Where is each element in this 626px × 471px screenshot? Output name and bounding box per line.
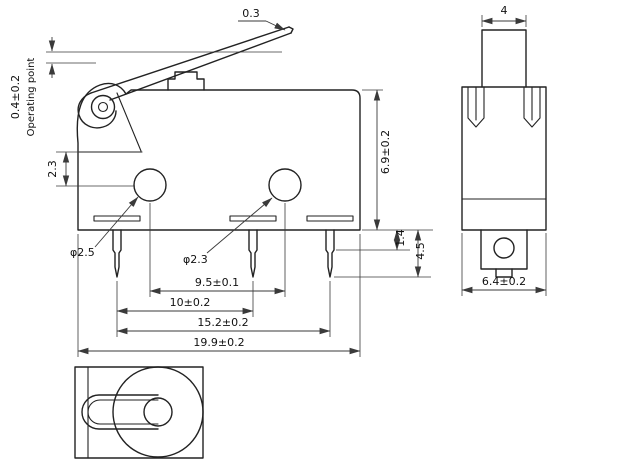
lever-hinge-curl xyxy=(77,92,117,129)
bottom-body-outline xyxy=(74,366,204,459)
dim-text-body-height: 6.9±0.2 xyxy=(379,130,392,174)
lever-pivot-outer xyxy=(90,94,116,120)
dim-text-side-width: 6.4±0.2 xyxy=(482,275,526,288)
bottom-lever-bar-inner xyxy=(87,399,159,425)
dim-text-hole-right-dia: φ2.3 xyxy=(183,253,208,266)
plunger xyxy=(167,71,205,91)
terminal-pin-3 xyxy=(325,229,335,278)
lever-pivot-inner xyxy=(97,101,109,113)
dim-text-operating-point-label: Operating point xyxy=(26,58,37,137)
side-actuator-button xyxy=(481,29,527,88)
dim-text-hole-offset: 2.3 xyxy=(46,160,59,178)
front-view xyxy=(76,26,361,278)
terminal-base-2 xyxy=(229,215,277,222)
dimension-labels: 0.3 4 0.4±0.2 Operating point 2.3 6.9±0.… xyxy=(9,4,526,349)
terminal-pin-2 xyxy=(248,229,258,278)
side-clip-left xyxy=(467,86,485,128)
dim-text-actuator-width: 4 xyxy=(501,4,508,17)
lever-top-edge xyxy=(90,26,290,94)
side-view xyxy=(461,29,547,278)
dim-text-pin-spacing-1-2: 10±0.2 xyxy=(170,296,211,309)
lever-tip xyxy=(288,26,294,34)
dim-text-pin-length: 4.5 xyxy=(414,242,427,260)
leader-hole-left xyxy=(94,196,139,248)
roller-outer xyxy=(112,366,204,458)
terminal-pin-1 xyxy=(112,229,122,278)
terminal-base-3 xyxy=(306,215,354,222)
dim-text-hole-left-dia: φ2.5 xyxy=(70,246,95,259)
dim-text-pin-shoulder: 1.4 xyxy=(394,229,407,247)
dim-text-lever-thickness: 0.3 xyxy=(242,7,260,20)
lever-bottom-edge xyxy=(109,32,292,101)
side-terminal-hole xyxy=(493,237,515,259)
dim-text-operating-point-value: 0.4±0.2 xyxy=(9,75,22,119)
side-bottom-tab xyxy=(495,268,513,278)
side-lower-block xyxy=(480,229,528,270)
dim-text-body-width: 19.9±0.2 xyxy=(193,336,244,349)
roller-inner xyxy=(143,397,173,427)
mounting-hole-left xyxy=(133,168,167,202)
dim-text-hole-spacing: 9.5±0.1 xyxy=(195,276,239,289)
leader-0-3 xyxy=(265,20,286,31)
side-body xyxy=(461,86,547,231)
bottom-lever-bar-outer xyxy=(81,394,159,430)
side-clip-right xyxy=(523,86,541,128)
mounting-hole-right xyxy=(268,168,302,202)
switch-body-outline xyxy=(76,82,361,231)
dimension-lines xyxy=(46,15,547,357)
leader-hole-right xyxy=(206,197,273,254)
dim-text-pin-spacing-1-3: 15.2±0.2 xyxy=(197,316,248,329)
terminal-base-1 xyxy=(93,215,141,222)
body-step-diagonal xyxy=(116,92,142,152)
bottom-view xyxy=(74,366,204,459)
